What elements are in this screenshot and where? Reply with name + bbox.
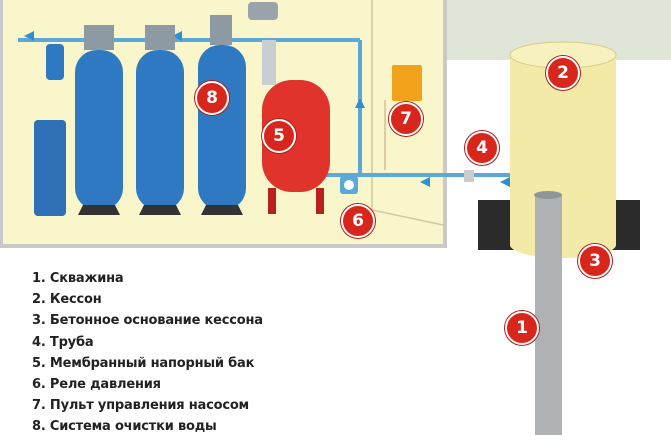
- legend-item: 2. Кессон: [32, 292, 102, 308]
- membrane-tank: [262, 80, 330, 214]
- pump-unit: [248, 2, 278, 85]
- legend-item: 8. Система очистки воды: [32, 419, 217, 435]
- legend-item: 1. Скважина: [32, 271, 124, 286]
- well-casing: [535, 195, 562, 435]
- legend-item: 3. Бетонное основание кессона: [32, 313, 263, 329]
- filter-column-1: [75, 25, 123, 215]
- marker-1-well: 1: [505, 311, 539, 345]
- marker-8-water-treatment: 8: [195, 81, 229, 115]
- filter-column-2: [136, 25, 184, 215]
- control-panel: [384, 65, 422, 170]
- pressure-switch: [340, 176, 358, 194]
- legend-item: 4. Труба: [32, 334, 94, 350]
- marker-4-pipe: 4: [465, 131, 499, 165]
- legend: 1. Скважина 2. Кессон 3. Бетонное основа…: [32, 268, 263, 438]
- marker-5-membrane-tank: 5: [262, 119, 296, 153]
- legend-item: 5. Мембранный напорный бак: [32, 355, 255, 371]
- small-filter: [46, 44, 64, 80]
- marker-6-pressure-switch: 6: [341, 204, 375, 238]
- legend-item: 7. Пульт управления насосом: [32, 398, 249, 414]
- marker-3-concrete-base: 3: [578, 244, 612, 278]
- flow-arrows: [24, 31, 510, 187]
- legend-item: 6. Реле давления: [32, 377, 161, 393]
- salt-tank: [34, 120, 66, 216]
- marker-7-control-panel: 7: [389, 102, 423, 136]
- pipe-entry: [464, 170, 474, 182]
- marker-2-caisson: 2: [546, 56, 580, 90]
